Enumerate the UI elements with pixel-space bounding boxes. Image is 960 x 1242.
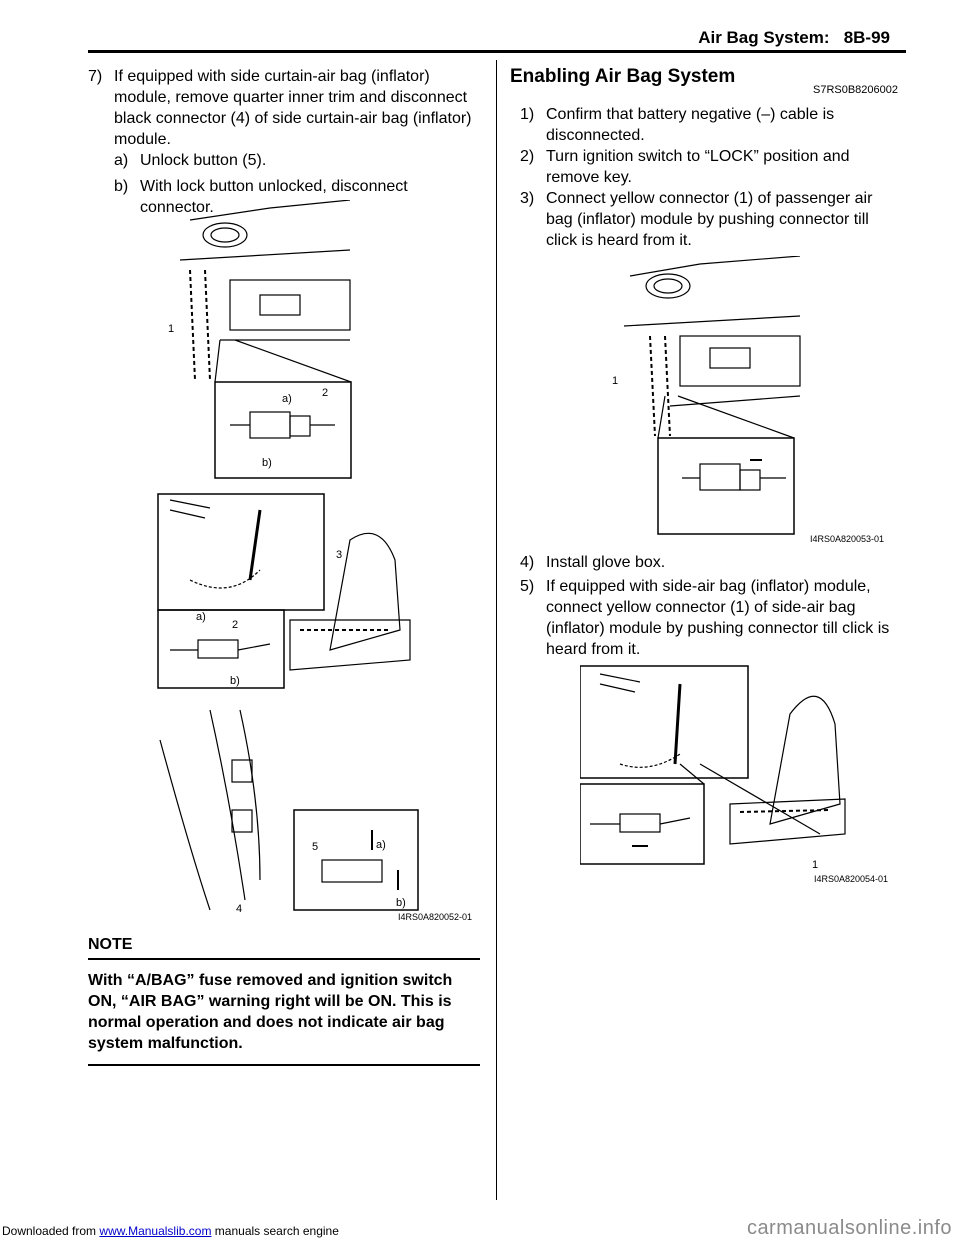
fig-label-5: 5 [312,841,318,853]
fig-label-a2: a) [196,611,206,623]
step-1: 1) Confirm that battery negative (–) cab… [520,104,900,146]
footer-download-note: Downloaded from www.Manualslib.com manua… [2,1224,339,1238]
step-text: If equipped with side curtain-air bag (i… [114,68,472,148]
note-rule-bottom [88,1064,480,1066]
figure-code: I4RS0A820052-01 [398,912,472,922]
step-number: 4) [520,554,535,571]
header-page-number: 8B-99 [843,28,890,47]
step-number: 2) [520,148,535,165]
figure-code: I4RS0A820053-01 [810,534,884,544]
header-rule [88,50,906,53]
step-text: If equipped with side-air bag (inflator)… [546,578,890,658]
note-heading: NOTE [88,936,133,953]
substep-letter: a) [114,152,129,169]
step-3: 3) Connect yellow connector (1) of passe… [520,188,900,251]
diagram-side-airbag: 1 I4RS0A820054-01 [580,665,888,884]
step-7: 7) If equipped with side curtain-air bag… [88,66,484,150]
step-2: 2) Turn ignition switch to “LOCK” positi… [520,146,900,188]
note-body: With “A/BAG” fuse removed and ignition s… [88,972,453,1052]
column-divider [496,60,497,1200]
fig-label-b: b) [262,457,272,469]
figure-passenger-airbag: 1 I4RS0A820053-01 [600,256,894,546]
fig-label-2: 2 [322,387,328,399]
substep-b: b) With lock button unlocked, disconnect… [114,176,484,218]
step-4: 4) Install glove box. [520,552,900,573]
step-number: 1) [520,106,535,123]
fig-label-1: 1 [168,323,174,335]
section-title: Enabling Air Bag System [510,66,736,87]
fig-label-1: 1 [612,375,618,387]
fig-label-b3: b) [396,897,406,909]
footer-suffix: manuals search engine [214,1224,339,1238]
step-number: 5) [520,578,535,595]
diagram-passenger-airbag: 1 I4RS0A820053-01 [612,256,884,544]
substep-text: With lock button unlocked, disconnect co… [140,178,408,216]
step-number: 7) [88,68,103,85]
header-title: Air Bag System: [698,28,830,47]
figure-side-airbag: 1 I4RS0A820054-01 [580,664,900,886]
watermark: carmanualsonline.info [746,1217,952,1239]
step-number: 3) [520,190,535,207]
footer-prefix: Downloaded from [2,1224,97,1238]
fig-label-b2: b) [230,675,240,687]
fig-label-2b: 2 [232,619,238,631]
fig-label-3: 3 [336,549,342,561]
manualslib-link[interactable]: www.Manualslib.com [99,1224,212,1238]
substep-text: Unlock button (5). [140,152,267,169]
step-text: Install glove box. [546,554,666,571]
page-header: Air Bag System: 8B-99 [698,28,890,48]
note-rule-top [88,958,480,960]
step-5: 5) If equipped with side-air bag (inflat… [520,576,908,660]
fig-label-a3: a) [376,839,386,851]
step-text: Confirm that battery negative (–) cable … [546,106,835,144]
section-code: S7RS0B8206002 [812,84,898,96]
step-text: Turn ignition switch to “LOCK” position … [546,148,850,186]
figure-code: I4RS0A820054-01 [814,874,888,884]
figure-curtain-airbag: 1 2 a) b) 3 a) 2 b) 5 a) 4 b) I4RS0A8200… [150,200,480,922]
fig-label-4: 4 [236,903,242,915]
substep-letter: b) [114,178,129,195]
fig-label-a: a) [282,393,292,405]
diagram-curtain-airbag: 1 2 a) b) 3 a) 2 b) 5 a) 4 b) I4RS0A8200… [157,200,472,922]
substep-a: a) Unlock button (5). [114,150,484,171]
step-text: Connect yellow connector (1) of passenge… [546,190,873,249]
fig-label-1: 1 [812,859,818,871]
